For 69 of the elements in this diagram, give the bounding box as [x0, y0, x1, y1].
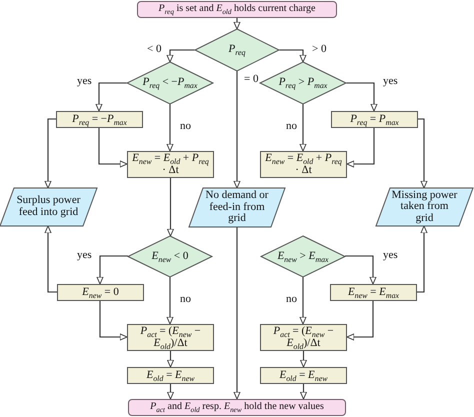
- process-box: [127, 367, 214, 384]
- node-text: P$_{act}$ = (E$_{new}$ − E$_{old}$)/Δt: [139, 326, 202, 350]
- decision-diamond: [260, 62, 346, 104]
- arrow: [346, 301, 374, 340]
- decision-diamond: [195, 29, 279, 71]
- arrow: [300, 384, 307, 400]
- node-text: P$_{act}$ and E$_{old}$ resp. E$_{new}$ hold the new values: [150, 402, 324, 413]
- node-text: P$_{req}$ = −P$_{max}$: [72, 114, 127, 126]
- arrow: [300, 104, 306, 152]
- arrow: [417, 226, 428, 293]
- node-text: E$_{old}$ = E$_{new}$: [279, 370, 328, 382]
- edge-label: < 0: [147, 43, 162, 55]
- node-text: No demand or feed-in from grid: [204, 190, 270, 225]
- process-box: [127, 151, 214, 178]
- decision-diamond: [127, 62, 213, 104]
- node-text: E$_{new}$ > E$_{max}$: [277, 250, 329, 262]
- terminal-box: [128, 399, 346, 416]
- node-text: Missing power taken from grid: [391, 190, 458, 224]
- node-text: P$_{req}$ = P$_{max}$: [350, 114, 399, 126]
- arrow: [166, 49, 195, 62]
- process-box: [260, 367, 347, 384]
- process-box: [331, 111, 418, 128]
- arrow: [96, 255, 128, 284]
- arrow: [300, 277, 306, 324]
- io-parallelogram: [0, 188, 97, 226]
- node-text: E$_{new}$ < 0: [152, 250, 188, 262]
- arrow: [166, 104, 174, 152]
- arrow: [99, 301, 128, 340]
- process-box: [260, 151, 347, 178]
- node-text: E$_{new}$ = E$_{old}$ + P$_{req}$ · Δt: [132, 152, 209, 176]
- node-text: E$_{new}$ = E$_{max}$: [348, 286, 400, 298]
- arrow: [300, 351, 307, 368]
- process-box: [330, 284, 417, 301]
- arrow: [279, 49, 306, 62]
- node-text: Surplus power feed into grid: [16, 195, 82, 219]
- node-text: E$_{new}$ = 0: [82, 286, 119, 298]
- process-box: [260, 324, 347, 351]
- arrow: [44, 118, 56, 188]
- edge-label: > 0: [312, 43, 326, 55]
- node-text: P$_{req}$: [228, 44, 246, 56]
- arrow: [234, 18, 240, 30]
- edge-label: = 0: [244, 73, 258, 85]
- arrow: [346, 82, 378, 112]
- node-text: E$_{old}$ = E$_{new}$: [146, 370, 195, 382]
- arrow: [166, 277, 174, 324]
- arrow: [167, 178, 174, 236]
- process-box: [56, 111, 143, 128]
- io-parallelogram: [376, 188, 473, 226]
- node-text: E$_{new}$ = E$_{old}$ + P$_{req}$ · Δt: [265, 152, 342, 176]
- arrow: [346, 128, 375, 168]
- arrow: [98, 128, 128, 168]
- io-parallelogram: [189, 188, 285, 227]
- terminal-box: [137, 1, 337, 18]
- decision-diamond: [261, 236, 345, 277]
- arrow: [234, 227, 240, 400]
- arrow: [167, 384, 174, 400]
- arrow: [96, 82, 127, 112]
- process-box: [127, 324, 214, 351]
- arrow: [167, 351, 174, 368]
- node-text: P$_{req}$ < −P$_{max}$: [142, 77, 198, 89]
- decision-diamond: [128, 236, 212, 277]
- process-box: [57, 284, 144, 301]
- node-text: P$_{req}$ is set and E$_{old}$ holds current charge: [158, 4, 316, 15]
- node-text: P$_{act}$ = (E$_{new}$ − E$_{old}$)/Δt: [272, 326, 335, 350]
- arrow: [44, 226, 57, 293]
- node-text: P$_{req}$ > P$_{max}$: [278, 77, 328, 89]
- arrow: [418, 118, 428, 188]
- arrow: [234, 71, 240, 188]
- arrow: [345, 255, 376, 284]
